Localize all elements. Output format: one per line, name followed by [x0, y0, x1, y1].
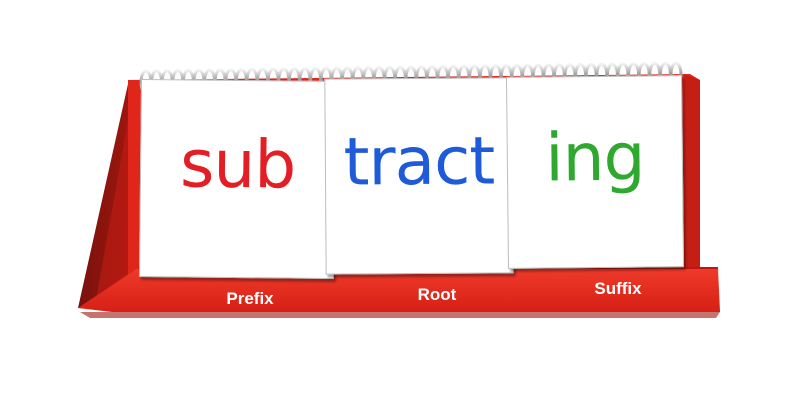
card-root-text: tract — [343, 122, 495, 201]
card-prefix-text: sub — [179, 125, 296, 204]
label-root: Root — [417, 285, 457, 304]
stand-front-base — [78, 268, 720, 312]
card-prefix[interactable]: sub — [138, 78, 337, 280]
card-suffix-text: ing — [544, 118, 645, 197]
stand-left-inner — [96, 120, 128, 300]
card-root[interactable]: tract — [324, 77, 514, 275]
stand-right-edge — [684, 74, 700, 290]
label-prefix: Prefix — [226, 289, 274, 308]
label-suffix: Suffix — [594, 279, 642, 298]
card-suffix[interactable]: ing — [505, 75, 685, 269]
